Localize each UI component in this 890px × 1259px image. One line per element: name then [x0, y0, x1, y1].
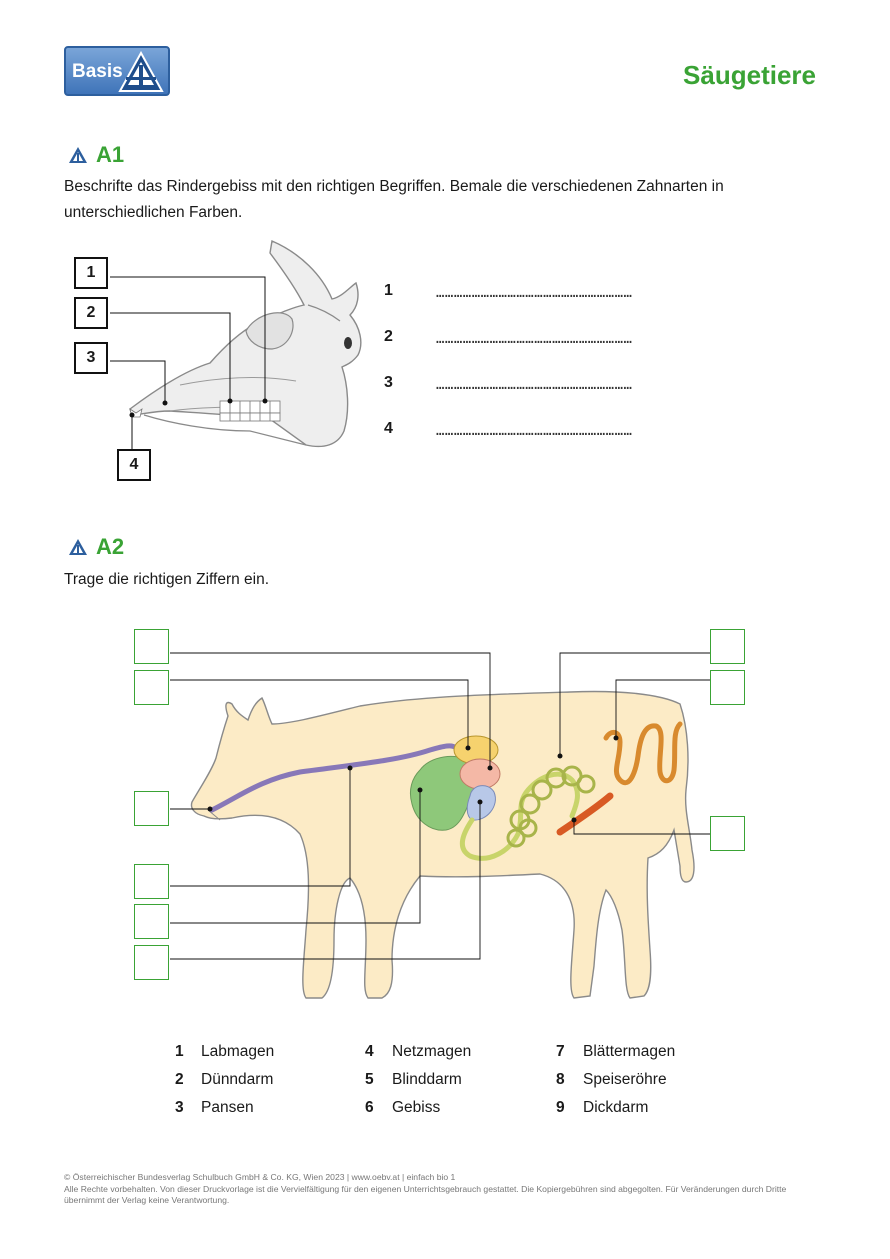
task-level-icon	[69, 147, 87, 163]
answer-line-2[interactable]: …………………………………………………………	[436, 331, 633, 347]
answer-box-right-2[interactable]	[710, 670, 745, 705]
answer-line-4[interactable]: …………………………………………………………	[436, 423, 633, 439]
basis-logo: Basis	[64, 46, 170, 96]
legend-term-9: Dickdarm	[583, 1099, 649, 1116]
answer-line-3[interactable]: …………………………………………………………	[436, 377, 633, 393]
task-a1-heading: A1	[96, 142, 125, 167]
answer-box-left-1[interactable]	[134, 629, 169, 664]
answer-line-1[interactable]: …………………………………………………………	[436, 285, 633, 301]
skull-label-box-4: 4	[117, 449, 151, 481]
footer-copyright: © Österreichischer Bundesverlag Schulbuc…	[64, 1172, 456, 1182]
footer: © Österreichischer Bundesverlag Schulbuc…	[64, 1172, 804, 1207]
legend-num-8: 8	[556, 1071, 565, 1088]
page-title: Säugetiere	[683, 60, 816, 90]
answer-number-1: 1	[384, 282, 393, 299]
cow-digestive-diagram	[170, 652, 710, 999]
answer-number-3: 3	[384, 374, 393, 391]
logo-text: Basis	[72, 61, 123, 82]
legend-num-5: 5	[365, 1071, 374, 1088]
legend-num-1: 1	[175, 1043, 184, 1060]
legend-num-3: 3	[175, 1099, 184, 1116]
skull-label-box-3: 3	[74, 342, 108, 374]
answer-number-2: 2	[384, 328, 393, 345]
task-level-icon	[69, 539, 87, 555]
answer-number-4: 4	[384, 420, 393, 437]
legend-num-9: 9	[556, 1099, 565, 1116]
legend-num-6: 6	[365, 1099, 374, 1116]
legend-term-6: Gebiss	[392, 1099, 441, 1116]
answer-box-left-5[interactable]	[134, 904, 169, 939]
answer-box-right-1[interactable]	[710, 629, 745, 664]
legend-term-8: Speiseröhre	[583, 1071, 667, 1088]
task-a2-instruction: Trage die richtigen Ziffern ein.	[64, 571, 270, 588]
legend-term-7: Blättermagen	[583, 1043, 676, 1060]
cow-skull-drawing	[110, 240, 362, 449]
skull-label-box-1: 1	[74, 257, 108, 289]
legend-term-1: Labmagen	[201, 1043, 275, 1060]
triangle-icon	[118, 51, 164, 92]
legend-term-4: Netzmagen	[392, 1043, 472, 1060]
answer-box-left-3[interactable]	[134, 791, 169, 826]
task-a2-heading: A2	[96, 534, 125, 559]
skull-label-box-2: 2	[74, 297, 108, 329]
answer-box-left-6[interactable]	[134, 945, 169, 980]
legend-term-5: Blinddarm	[392, 1071, 462, 1088]
task-a1-instruction: Beschrifte das Rindergebiss mit den rich…	[64, 178, 724, 221]
footer-rights: Alle Rechte vorbehalten. Von dieser Druc…	[64, 1183, 787, 1206]
legend-num-2: 2	[175, 1071, 184, 1088]
legend-num-4: 4	[365, 1043, 374, 1060]
legend-term-2: Dünndarm	[201, 1071, 274, 1088]
answer-box-left-2[interactable]	[134, 670, 169, 705]
legend-num-7: 7	[556, 1043, 565, 1060]
answer-box-right-3[interactable]	[710, 816, 745, 851]
legend-term-3: Pansen	[201, 1099, 254, 1116]
answer-box-left-4[interactable]	[134, 864, 169, 899]
